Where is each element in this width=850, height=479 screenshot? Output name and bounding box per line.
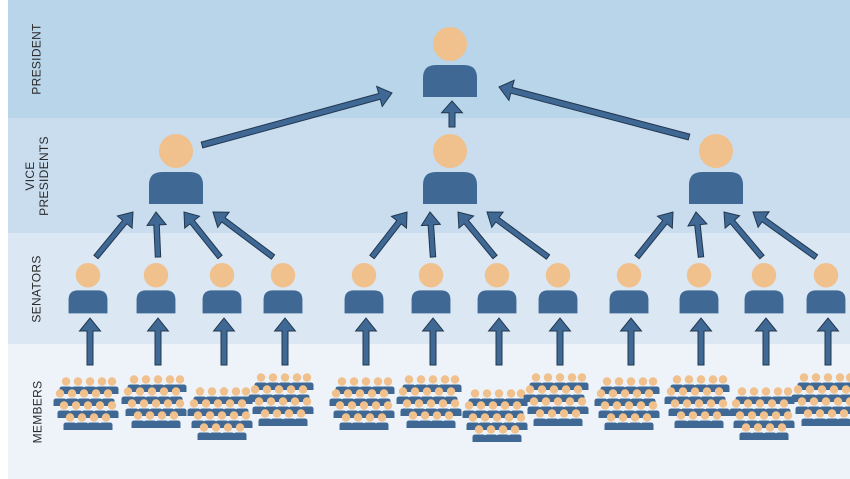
arrow-up-icon-members-2-1 xyxy=(354,317,378,366)
arrow-up-icon-members-1-4 xyxy=(273,317,297,366)
arrow-up-icon-members-3-3 xyxy=(754,317,778,366)
arrow-up-icon-senator-2-1 xyxy=(369,211,408,260)
senator-person-icon-3-2 xyxy=(679,263,719,314)
arrow-up-icon-vp1-to-president xyxy=(200,85,393,149)
vice-president-person-icon-2 xyxy=(423,134,477,204)
arrow-up-icon-vp2-to-president xyxy=(440,100,464,128)
arrow-up-icon-senator-1-1 xyxy=(93,211,134,260)
people-group-icon-2-4 xyxy=(523,373,589,426)
arrow-up-icon-senator-3-2 xyxy=(687,211,708,258)
arrow-up-icon-members-2-3 xyxy=(487,317,511,366)
arrow-up-icon-senator-1-2 xyxy=(146,211,168,258)
arrow-up-icon-senator-2-4 xyxy=(486,211,551,260)
senator-person-icon-2-1 xyxy=(344,263,384,314)
people-group-icon-1-4 xyxy=(248,373,314,426)
arrow-up-icon-members-3-2 xyxy=(689,317,713,366)
senator-person-icon-1-2 xyxy=(136,263,176,314)
senator-person-icon-1-3 xyxy=(202,263,242,314)
arrow-up-icon-members-1-2 xyxy=(146,317,170,366)
arrow-up-icon-senator-3-3 xyxy=(723,211,765,260)
arrow-up-icon-members-3-1 xyxy=(619,317,643,366)
arrow-up-icon-senator-3-1 xyxy=(634,211,674,260)
arrow-up-icon-senator-1-3 xyxy=(183,211,223,260)
arrow-up-icon-senator-2-2 xyxy=(420,211,442,258)
senator-person-icon-3-1 xyxy=(609,263,649,314)
senator-person-icon-2-4 xyxy=(538,263,578,314)
people-group-icon-2-1 xyxy=(329,377,395,430)
arrow-up-icon-senator-1-4 xyxy=(212,211,276,260)
people-group-icon-3-4 xyxy=(791,373,850,426)
people-group-icon-3-3 xyxy=(729,387,795,440)
band-president: PRESIDENT xyxy=(8,0,850,118)
senator-person-icon-3-4 xyxy=(806,263,846,314)
vice-president-person-icon-1 xyxy=(149,134,203,204)
arrow-up-icon-members-3-4 xyxy=(816,317,840,366)
senator-person-icon-3-3 xyxy=(744,263,784,314)
senator-person-icon-2-2 xyxy=(411,263,451,314)
arrow-up-icon-members-2-4 xyxy=(548,317,572,366)
arrow-up-icon-senator-3-4 xyxy=(752,211,819,260)
president-person-icon xyxy=(423,27,477,97)
people-group-icon-1-2 xyxy=(121,375,187,428)
people-group-icon-3-2 xyxy=(664,375,730,428)
arrow-up-icon-senator-2-3 xyxy=(457,211,498,260)
people-group-icon-1-3 xyxy=(187,387,253,440)
senator-person-icon-1-4 xyxy=(263,263,303,314)
arrow-up-icon-members-1-1 xyxy=(78,317,102,366)
senator-person-icon-1-1 xyxy=(68,263,108,314)
arrow-up-icon-vp3-to-president xyxy=(498,79,691,141)
people-group-icon-1-1 xyxy=(53,377,119,430)
arrow-up-icon-members-1-3 xyxy=(212,317,236,366)
vice-president-person-icon-3 xyxy=(689,134,743,204)
people-group-icon-2-2 xyxy=(396,375,462,428)
people-group-icon-3-1 xyxy=(594,377,660,430)
people-group-icon-2-3 xyxy=(462,389,528,442)
senator-person-icon-2-3 xyxy=(477,263,517,314)
arrow-up-icon-members-2-2 xyxy=(421,317,445,366)
